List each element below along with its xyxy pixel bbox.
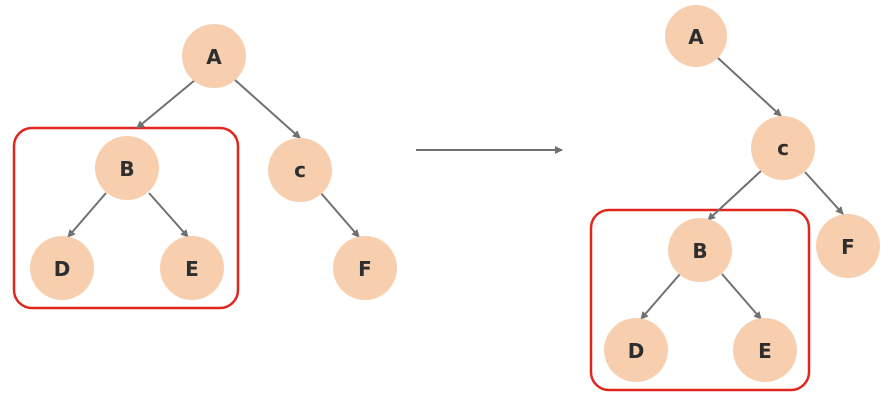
right-edge-b-e — [721, 273, 762, 320]
left-edge-b-e — [148, 192, 189, 238]
left-edge-c-f — [319, 191, 360, 238]
left-tree: A B c D E F — [12, 24, 397, 310]
left-edge-a-b — [136, 79, 196, 129]
left-node-d-label: D — [54, 257, 71, 281]
left-node-a: A — [182, 24, 246, 88]
left-node-a-label: A — [206, 45, 222, 69]
left-node-c: c — [268, 138, 332, 202]
left-node-f-label: F — [358, 257, 372, 281]
right-tree: A c F B D E — [589, 5, 880, 392]
right-node-b-label: B — [692, 239, 707, 263]
right-edge-b-d — [640, 273, 681, 320]
left-edge-b-d — [67, 192, 107, 238]
right-highlight-box — [589, 208, 811, 392]
left-highlight-box — [12, 126, 240, 310]
right-node-d-label: D — [628, 339, 645, 363]
right-edge-a-c — [717, 57, 782, 117]
right-edge-c-f — [804, 171, 844, 215]
left-node-b-label: B — [119, 157, 134, 181]
left-node-e-label: E — [185, 257, 199, 281]
right-node-c: c — [751, 116, 815, 180]
right-node-b: B — [668, 218, 732, 282]
right-node-a: A — [665, 5, 727, 67]
left-edge-a-c — [234, 79, 301, 139]
right-node-a-label: A — [688, 25, 704, 49]
left-node-d: D — [30, 236, 94, 300]
left-node-b: B — [95, 136, 159, 200]
right-node-f: F — [816, 214, 880, 278]
left-node-c-label: c — [294, 158, 306, 182]
left-node-f: F — [333, 236, 397, 300]
right-node-d: D — [604, 318, 668, 382]
right-node-f-label: F — [841, 235, 855, 259]
right-node-c-label: c — [777, 136, 789, 160]
right-edge-c-b — [707, 169, 763, 221]
left-node-e: E — [160, 236, 224, 300]
right-node-e: E — [733, 318, 797, 382]
right-node-e-label: E — [758, 339, 772, 363]
